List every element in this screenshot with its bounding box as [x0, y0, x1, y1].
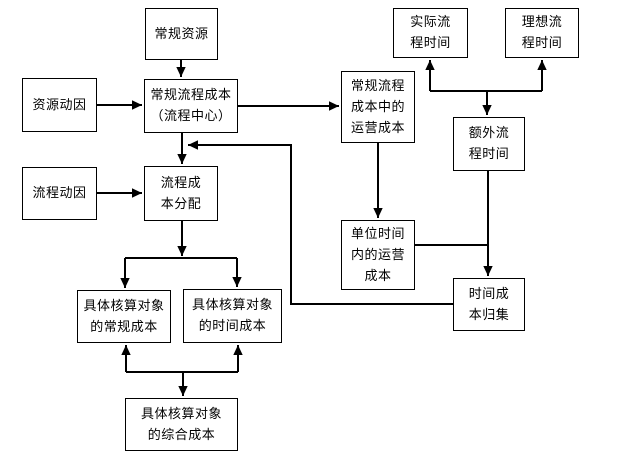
- box-resource-driver: 资源动因: [22, 78, 97, 132]
- box-process-cost-allocation: 流程成 本分配: [144, 166, 218, 221]
- box-regular-resources: 常规资源: [145, 8, 218, 60]
- box-object-time-cost: 具体核算对象 的时间成本: [183, 289, 282, 343]
- box-regular-process-cost: 常规流程成本 （流程中心）: [144, 79, 238, 133]
- box-ideal-process-time: 理想流 程时间: [505, 8, 579, 58]
- box-operating-cost-in-regular: 常规流程 成本中的 运营成本: [341, 71, 415, 143]
- box-unit-time-operating-cost: 单位时间 内的运营 成本: [341, 220, 415, 290]
- box-object-regular-cost: 具体核算对象 的常规成本: [77, 290, 171, 343]
- box-object-comprehensive-cost: 具体核算对象 的综合成本: [125, 398, 238, 451]
- arrow-collection-feedback: [188, 140, 453, 305]
- box-time-cost-collection: 时间成 本归集: [453, 278, 525, 331]
- box-actual-process-time: 实际流 程时间: [393, 8, 468, 58]
- box-process-driver: 流程动因: [22, 167, 97, 220]
- box-extra-process-time: 额外流 程时间: [453, 117, 525, 171]
